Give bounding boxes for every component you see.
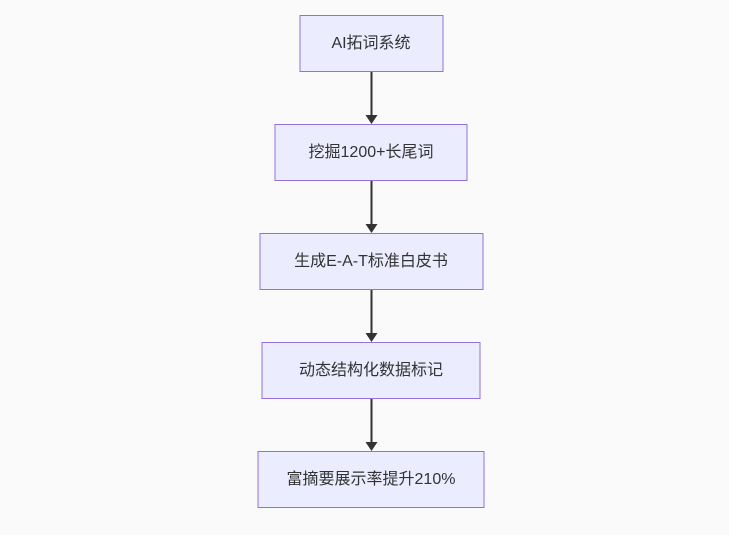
flow-arrow-3: [365, 290, 377, 342]
flow-node-label: 动态结构化数据标记: [298, 361, 443, 379]
flow-arrow-1: [365, 72, 377, 124]
arrowhead-down: [365, 115, 377, 124]
flow-node-rich-snippet-rate-increase: 富摘要展示率提升210%: [257, 451, 485, 508]
arrowhead-down: [365, 333, 377, 342]
arrow-line: [370, 72, 372, 115]
flow-node-label: 生成E-A-T标准白皮书: [294, 252, 448, 270]
arrow-line: [370, 181, 372, 224]
arrowhead-down: [365, 224, 377, 233]
flow-node-dynamic-structured-data-markup: 动态结构化数据标记: [261, 342, 481, 399]
flow-node-eat-standard-whitepaper: 生成E-A-T标准白皮书: [259, 233, 483, 290]
flow-node-label: 富摘要展示率提升210%: [286, 470, 456, 488]
flowchart-column: AI拓词系统 挖掘1200+长尾词 生成E-A-T标准白皮书 动态结构化数据标记: [257, 15, 485, 508]
flow-arrow-4: [365, 399, 377, 451]
flow-node-label: 挖掘1200+长尾词: [308, 143, 434, 161]
flow-node-longtail-keyword-mining: 挖掘1200+长尾词: [274, 124, 468, 181]
arrowhead-down: [365, 442, 377, 451]
arrow-line: [370, 290, 372, 333]
flow-arrow-2: [365, 181, 377, 233]
flow-node-ai-word-expansion-system: AI拓词系统: [299, 15, 443, 72]
arrow-line: [370, 399, 372, 442]
flow-node-label: AI拓词系统: [331, 34, 411, 52]
